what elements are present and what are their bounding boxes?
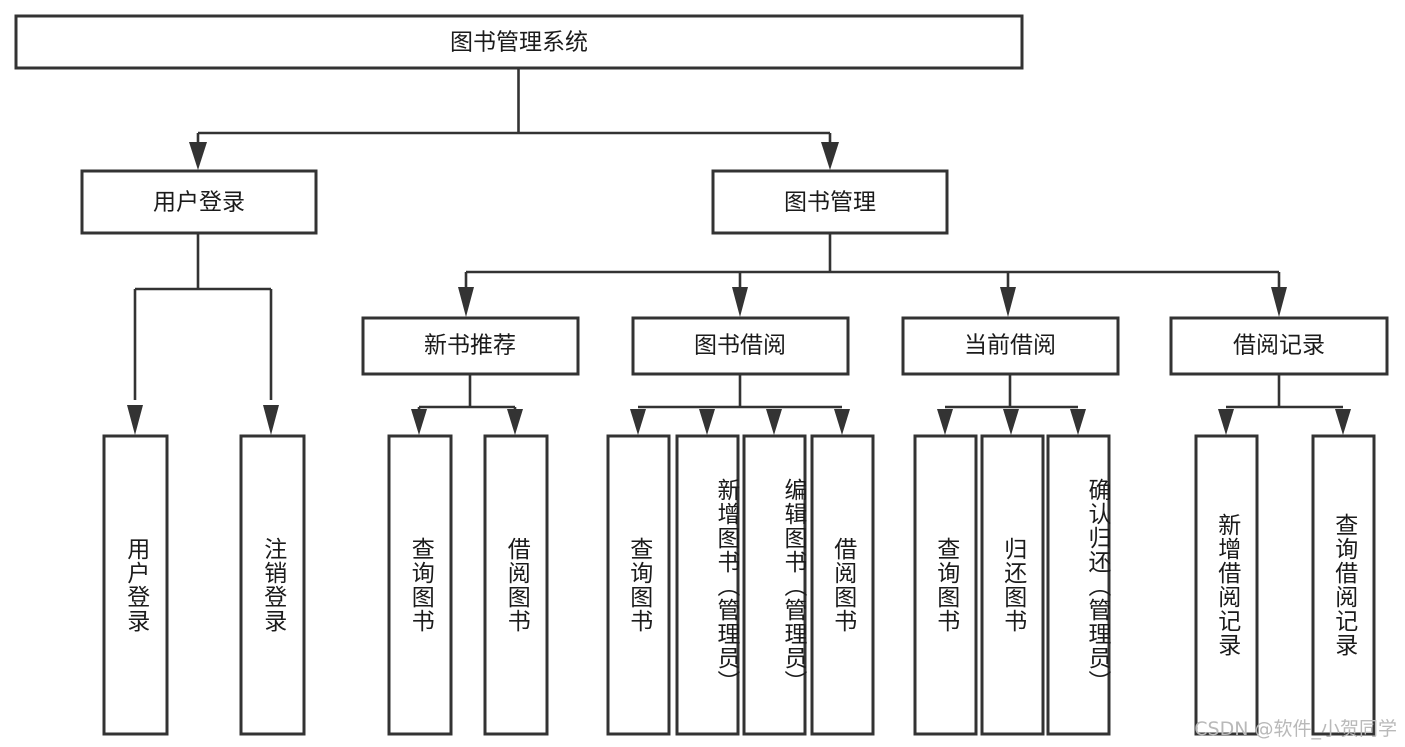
arrow-head-new-book-recommend [458, 287, 474, 317]
leaf-borrow-book-rec-box[interactable] [483, 434, 549, 736]
node-current-borrow-label: 当前借阅 [964, 333, 1056, 359]
leaf-query-book-rec-box[interactable] [387, 434, 453, 736]
node-book-borrow[interactable]: 图书借阅 [631, 316, 850, 376]
arrow-head-borrow-record [1271, 287, 1287, 317]
node-book-manage-label: 图书管理 [784, 190, 876, 216]
arrow-head-book-manage [821, 142, 839, 170]
leaf-query-book-current-box[interactable] [913, 434, 978, 736]
node-user-login[interactable]: 用户登录 [80, 169, 318, 235]
node-book-manage-box[interactable] [711, 169, 949, 235]
node-root[interactable]: 图书管理系统 [14, 14, 1024, 70]
node-borrow-record-box[interactable] [1169, 316, 1389, 376]
node-root-box[interactable] [14, 14, 1024, 70]
leaf-edit-book-admin-box[interactable] [742, 434, 807, 736]
node-new-book-recommend-label: 新书推荐 [424, 333, 516, 359]
csdn-watermark: CSDN @软件_小贺同学 [1194, 718, 1397, 740]
node-root-label: 图书管理系统 [450, 30, 588, 56]
leaf-logout-login-box[interactable] [239, 434, 306, 736]
node-new-book-recommend[interactable]: 新书推荐 [361, 316, 580, 376]
arrow-head-leaf-borrow-book [834, 409, 850, 435]
arrow-head-leaf-return-book [1003, 409, 1019, 435]
node-borrow-record-label: 借阅记录 [1233, 333, 1325, 359]
leaf-add-book-admin-box[interactable] [675, 434, 740, 736]
arrow-head-leaf-edit-book-admin [766, 409, 782, 435]
leaf-return-book-box[interactable] [980, 434, 1045, 736]
leaf-query-borrow-record-box[interactable] [1311, 434, 1376, 736]
arrow-head-leaf-add-borrow-record [1218, 409, 1234, 435]
connector-group-user-login [127, 233, 279, 435]
connector-group-root [189, 68, 839, 170]
connector-group-new-book-recommend [411, 374, 523, 435]
connector-group-book-manage [458, 233, 1287, 317]
connector-group-borrow-record [1218, 374, 1351, 435]
leaf-confirm-return-admin-box[interactable] [1046, 434, 1111, 736]
node-user-login-label: 用户登录 [153, 190, 245, 216]
arrow-head-leaf-query-book-rec [411, 409, 427, 435]
leaf-borrow-book-box[interactable] [810, 434, 875, 736]
leaf-query-book-borrow-box[interactable] [606, 434, 671, 736]
arrow-head-leaf-add-book-admin [699, 409, 715, 435]
arrow-head-book-borrow [732, 287, 748, 317]
leaf-user-login-box[interactable] [102, 434, 169, 736]
arrow-head-user-login [189, 142, 207, 170]
connector-group-book-borrow [630, 374, 850, 435]
arrow-head-leaf-confirm-return-admin [1070, 409, 1086, 435]
arrow-head-leaf-query-borrow-record [1335, 409, 1351, 435]
node-current-borrow-box[interactable] [901, 316, 1120, 376]
node-user-login-box[interactable] [80, 169, 318, 235]
node-book-borrow-box[interactable] [631, 316, 850, 376]
arrow-head-leaf-borrow-book-rec [507, 409, 523, 435]
arrow-head-leaf-user-login [127, 405, 143, 435]
leaf-boxes [102, 434, 1376, 736]
connector-group-current-borrow [937, 374, 1086, 435]
arrow-head-leaf-logout-login [263, 405, 279, 435]
node-book-manage[interactable]: 图书管理 [711, 169, 949, 235]
node-book-borrow-label: 图书借阅 [694, 333, 786, 359]
arrow-head-leaf-query-book-current [937, 409, 953, 435]
node-borrow-record[interactable]: 借阅记录 [1169, 316, 1389, 376]
leaf-add-borrow-record-box[interactable] [1194, 434, 1259, 736]
arrow-head-current-borrow [1000, 287, 1016, 317]
node-current-borrow[interactable]: 当前借阅 [901, 316, 1120, 376]
node-new-book-recommend-box[interactable] [361, 316, 580, 376]
arrow-head-leaf-query-book-borrow [630, 409, 646, 435]
